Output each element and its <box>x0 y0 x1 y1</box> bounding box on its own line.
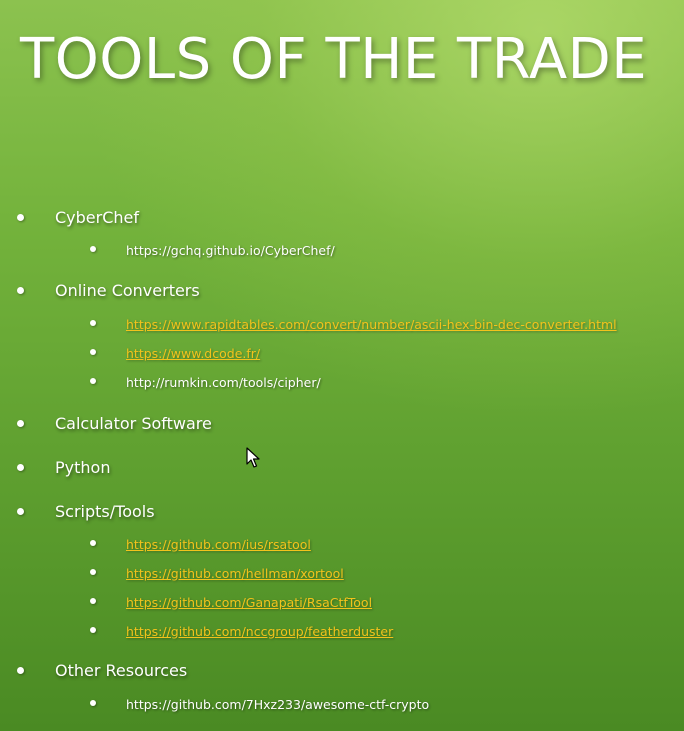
section-label-python: Python <box>55 458 111 477</box>
mouse-pointer-icon <box>246 447 260 468</box>
bullet-icon <box>17 508 24 515</box>
bullet-icon <box>90 540 96 546</box>
bullet-icon <box>90 246 96 252</box>
url-text: http://rumkin.com/tools/cipher/ <box>126 375 321 390</box>
bullet-icon <box>90 320 96 326</box>
link-rsatool[interactable]: https://github.com/ius/rsatool <box>126 537 311 552</box>
bullet-icon <box>90 349 96 355</box>
bullet-icon <box>90 378 96 384</box>
bullet-icon <box>90 700 96 706</box>
bullet-icon <box>90 627 96 633</box>
url-text: https://gchq.github.io/CyberChef/ <box>126 243 335 258</box>
link-rsactftool[interactable]: https://github.com/Ganapati/RsaCtfTool <box>126 595 373 610</box>
section-label-online-converters: Online Converters <box>55 281 200 300</box>
bullet-icon <box>17 420 24 427</box>
slide-title: TOOLS OF THE TRADE <box>20 27 648 92</box>
section-label-other-resources: Other Resources <box>55 661 188 680</box>
bullet-icon <box>17 287 24 294</box>
bullet-icon <box>17 667 24 674</box>
section-label-scripts-tools: Scripts/Tools <box>55 502 155 521</box>
bullet-icon <box>17 214 24 221</box>
bullet-icon <box>17 464 24 471</box>
link-featherduster[interactable]: https://github.com/nccgroup/featherduste… <box>126 624 394 639</box>
bullet-icon <box>90 569 96 575</box>
url-text: https://github.com/7Hxz233/awesome-ctf-c… <box>126 697 430 712</box>
link-dcode[interactable]: https://www.dcode.fr/ <box>126 346 261 361</box>
section-label-cyberchef: CyberChef <box>55 208 140 227</box>
link-xortool[interactable]: https://github.com/hellman/xortool <box>126 566 344 581</box>
section-label-calculator-software: Calculator Software <box>55 414 212 433</box>
bullet-icon <box>90 598 96 604</box>
link-rapidtables[interactable]: https://www.rapidtables.com/convert/numb… <box>126 317 617 332</box>
